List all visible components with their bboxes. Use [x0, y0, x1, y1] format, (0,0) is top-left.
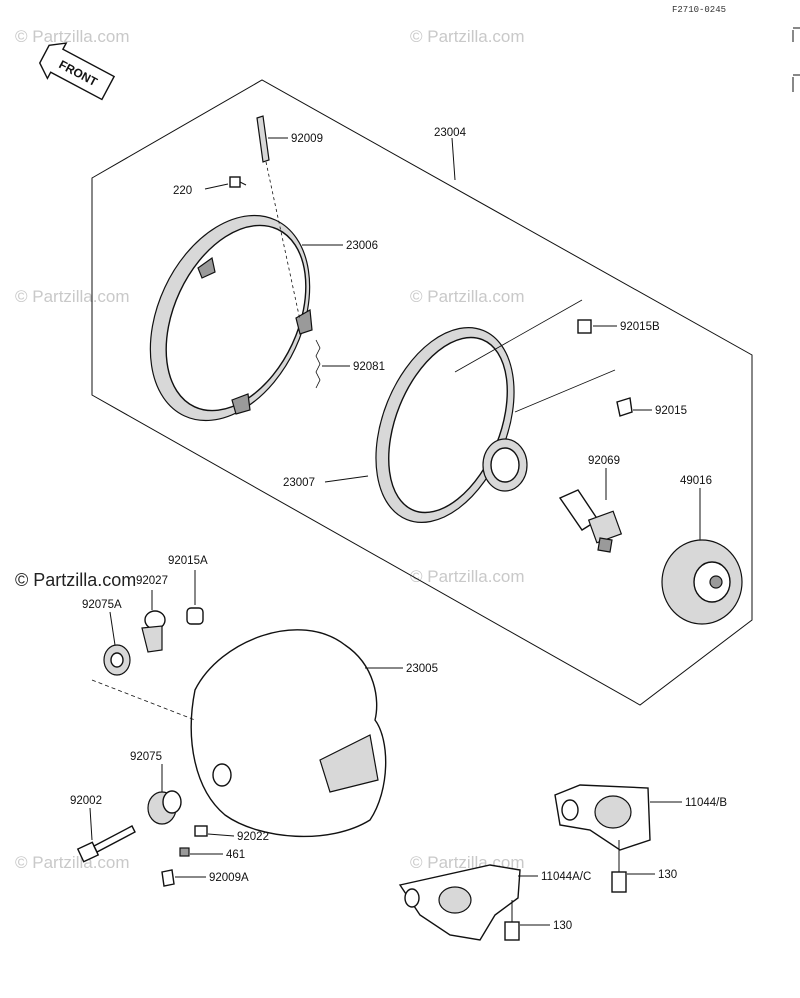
part-label: 92015A [168, 555, 208, 567]
watermark-layer: © Partzilla.com © Partzilla.com © Partzi… [15, 27, 525, 872]
diagram-code: F2710-0245 [672, 5, 726, 15]
rim-tab [231, 393, 251, 415]
part-label: 130 [658, 869, 677, 881]
part-label: 49016 [680, 475, 712, 487]
bolt-head [504, 921, 520, 941]
bolt-130 [504, 900, 520, 941]
part-label: 220 [173, 185, 192, 197]
bracket-boss [438, 886, 472, 914]
bracket-11044AC [398, 864, 521, 941]
part-label: 92009 [291, 133, 323, 145]
watermark: © Partzilla.com [15, 27, 130, 46]
part-label: 461 [226, 849, 245, 861]
grommet-inner [162, 790, 182, 814]
edge-marks [792, 27, 800, 92]
reflector [375, 327, 528, 523]
boot-49016 [661, 539, 743, 625]
housing-opening [319, 734, 379, 793]
bulb-92069 [558, 489, 623, 553]
part-label: 92015B [620, 321, 660, 333]
screw-220 [229, 176, 247, 188]
bracket-hole [561, 799, 579, 821]
leader [91, 679, 196, 721]
bolt-130 [611, 840, 627, 893]
screw-shank [239, 181, 247, 186]
bolt-head [611, 871, 627, 893]
watermark-dark: © Partzilla.com [15, 570, 136, 590]
assembly-outline [91, 79, 753, 706]
grommet-92075A [103, 644, 131, 676]
part-label: 23007 [283, 477, 315, 489]
part-label: 92069 [588, 455, 620, 467]
nut-92015B [577, 319, 592, 334]
watermark: © Partzilla.com [15, 287, 130, 306]
part-461 [179, 847, 190, 857]
leader [89, 807, 93, 841]
nut-92015 [616, 397, 633, 417]
collar-92027 [141, 610, 166, 653]
grommet-inner [110, 652, 124, 668]
part-label: 23005 [406, 663, 438, 675]
washer-92022 [194, 825, 208, 837]
part-label: 23006 [346, 240, 378, 252]
spring-92081 [315, 339, 321, 389]
screw-92009A [161, 869, 175, 887]
part-label: 92027 [136, 575, 168, 587]
watermark: © Partzilla.com [410, 27, 525, 46]
leader [454, 299, 583, 373]
bulb-terminal [597, 537, 613, 553]
reflector-hole [490, 447, 520, 483]
part-label: 130 [553, 920, 572, 932]
front-arrow-shape [38, 42, 116, 101]
bracket-hole [404, 888, 420, 908]
collar-body [141, 625, 163, 653]
leader [514, 369, 616, 413]
grommet-92075 [147, 790, 182, 825]
watermark: © Partzilla.com [410, 287, 525, 306]
boot-hole [709, 575, 723, 589]
bracket-11044B [554, 784, 651, 851]
bolt-92002 [76, 825, 136, 863]
housing-mount-hole [212, 763, 232, 787]
rim-tab [197, 256, 216, 279]
leader [324, 475, 369, 483]
leader [204, 183, 229, 190]
headlight-rim [149, 214, 313, 422]
nut-92015A [186, 607, 204, 625]
part-label: 92081 [353, 361, 385, 373]
screw-head [229, 176, 241, 188]
leader [207, 833, 235, 837]
part-label: 92075 [130, 751, 162, 763]
headlight-housing [190, 629, 387, 838]
nut-body [186, 607, 204, 625]
bracket-boss [594, 795, 632, 829]
front-arrow: FRONT [38, 42, 116, 101]
watermark: © Partzilla.com [410, 567, 525, 586]
part-label: 11044A/C [541, 871, 591, 883]
bolt-shank [93, 825, 136, 853]
leader [451, 137, 456, 181]
part-label: 92009A [209, 872, 249, 884]
rim-tab [295, 309, 313, 335]
leader [265, 161, 301, 321]
leader [109, 611, 116, 646]
housing-shell [190, 629, 387, 838]
part-label: 11044/B [685, 797, 727, 809]
part-label: 92022 [237, 831, 269, 843]
part-label: 92015 [655, 405, 687, 417]
watermark: © Partzilla.com [15, 853, 130, 872]
part-label: 92075A [82, 599, 122, 611]
bulb-base [587, 510, 623, 544]
part-label: 92002 [70, 795, 102, 807]
screw-92009 [256, 115, 270, 163]
part-label: 23004 [434, 127, 467, 139]
